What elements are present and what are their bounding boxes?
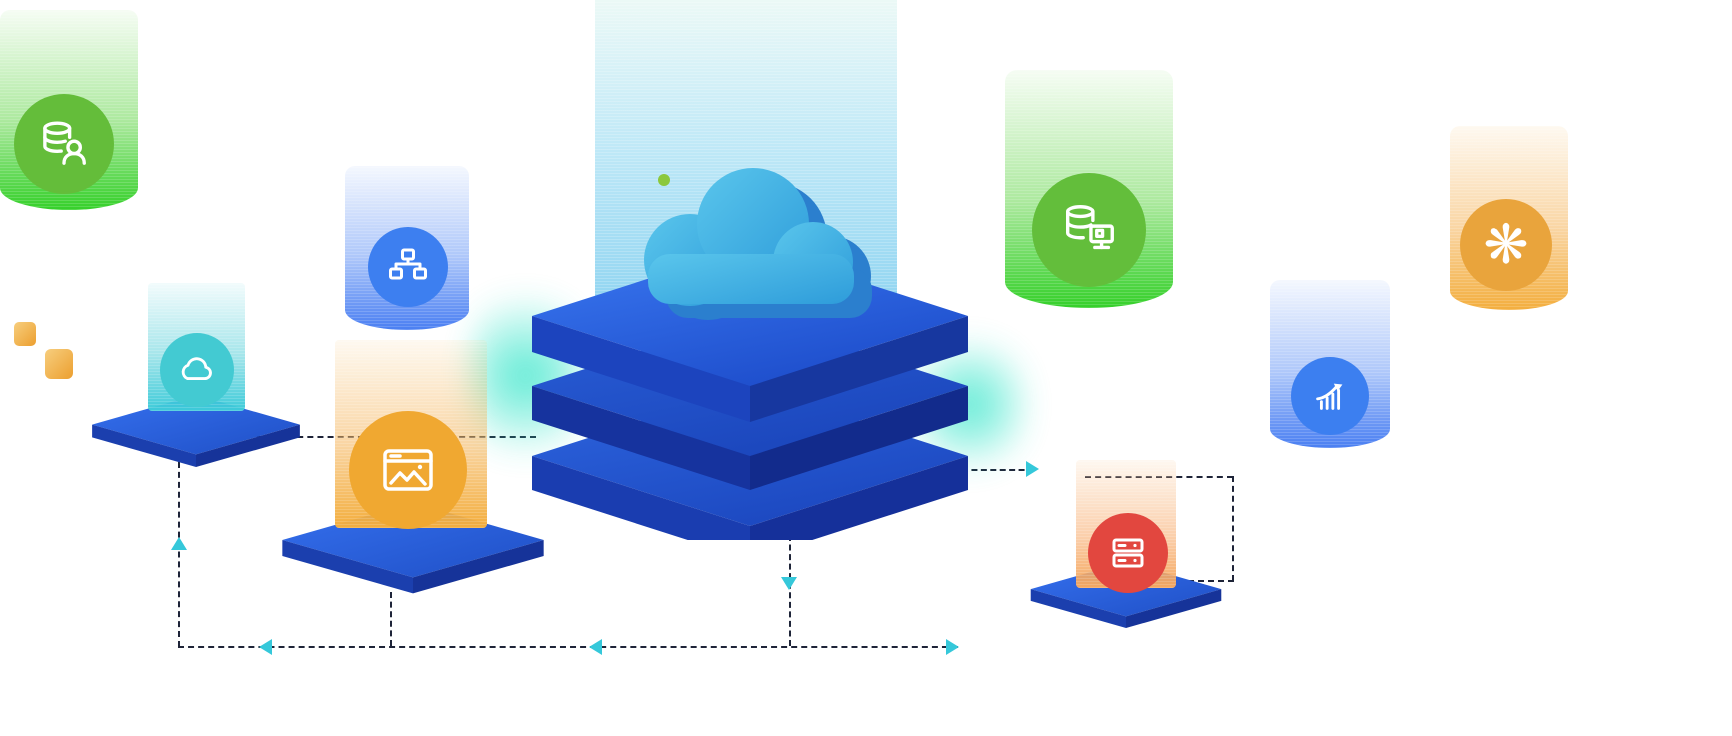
sitemap-icon	[389, 248, 427, 280]
ai-model-badge: ❋	[1460, 199, 1552, 291]
arrow-left-icon	[259, 639, 272, 655]
chart-increase-icon	[1316, 383, 1343, 410]
database-user-icon	[43, 121, 86, 165]
connector-bottom-horizontal	[178, 646, 958, 648]
platform-orange-node	[282, 502, 544, 594]
connector-orange-vertical	[390, 592, 392, 646]
arrow-right-icon	[946, 639, 959, 655]
arrow-right-icon	[1026, 461, 1039, 477]
arrow-down-icon	[781, 577, 797, 590]
connector-box-bottom	[1178, 580, 1234, 582]
analytics-badge	[1291, 357, 1369, 435]
database-network-badge	[1032, 173, 1146, 287]
arrow-left-icon	[589, 639, 602, 655]
org-sitemap-badge	[368, 227, 448, 307]
customer-database-badge	[14, 94, 114, 194]
cloud-3d-icon	[644, 168, 872, 320]
arrow-up-icon	[171, 537, 187, 550]
platform-left	[92, 394, 300, 468]
cloud-sync-badge	[160, 333, 234, 407]
connector-center-vertical	[789, 535, 791, 646]
cube-decoration	[14, 322, 36, 346]
web-content-badge	[349, 411, 467, 529]
openai-icon: ❋	[1483, 213, 1529, 276]
database-monitor-icon	[1065, 205, 1114, 250]
browser-image-icon	[383, 449, 433, 491]
connector-box-right	[1232, 476, 1234, 581]
cube-decoration	[45, 349, 73, 379]
server-icon	[1112, 538, 1144, 568]
cloud-icon	[181, 357, 212, 381]
server-storage-badge	[1088, 513, 1168, 593]
